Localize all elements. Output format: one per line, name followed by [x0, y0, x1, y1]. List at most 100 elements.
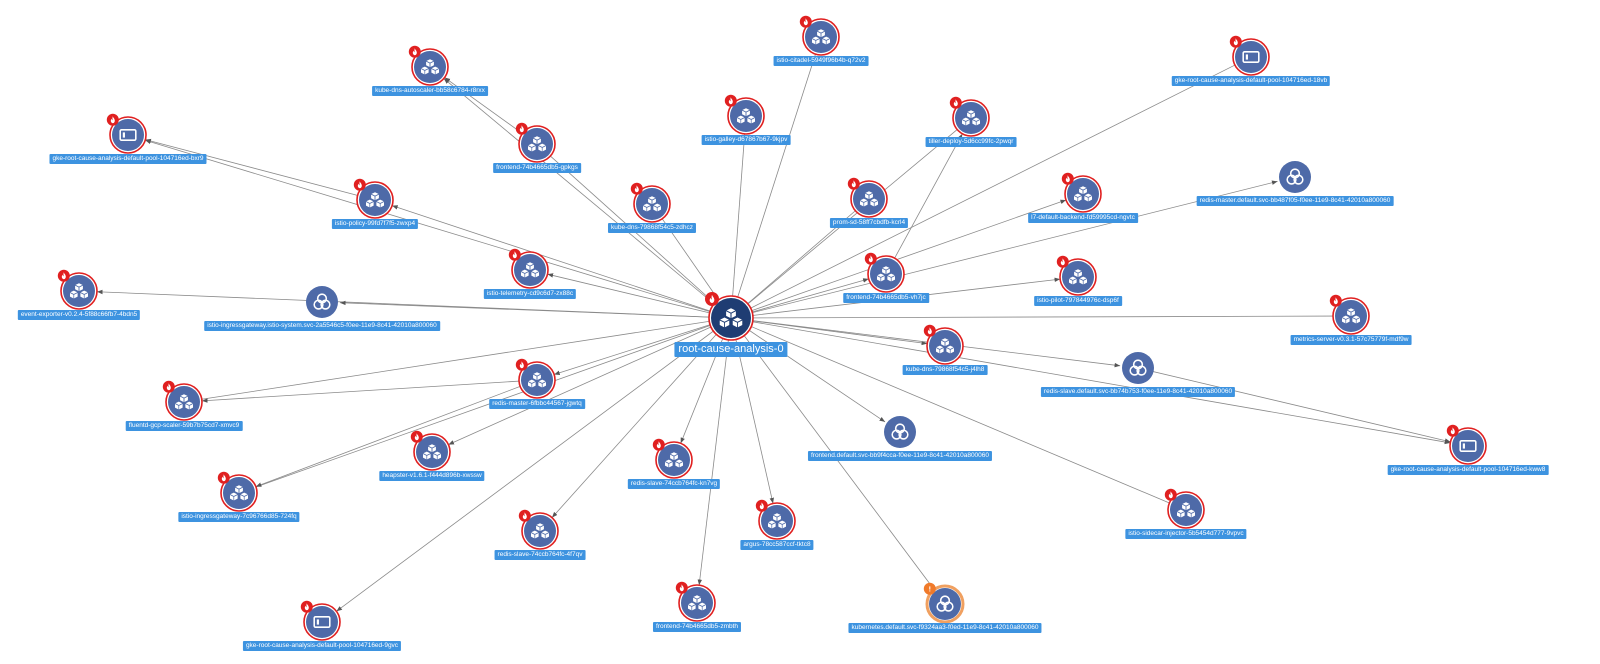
- node-label[interactable]: argus-78cc587ccf-tktc8: [740, 540, 814, 550]
- edge-root-to-n14: [730, 278, 869, 319]
- node-circle: [112, 119, 144, 151]
- node-circle: [524, 515, 556, 547]
- graph-node-n22[interactable]: [162, 380, 203, 421]
- node-label[interactable]: istio-citadel-5949f96b4b-q72v2: [773, 56, 869, 66]
- node-label[interactable]: event-exporter-v0.2.4-5f88c66fb7-4bdn5: [17, 310, 141, 320]
- node-label[interactable]: gke-root-cause-analysis-default-pool-104…: [49, 154, 207, 164]
- edge-root-to-n17: [339, 300, 732, 319]
- graph-node-n33[interactable]: [923, 582, 965, 624]
- node-circle: [658, 444, 690, 476]
- node-label[interactable]: prom-sd-58ff7cbdfb-kcrl4: [829, 218, 909, 228]
- node-circle: [1067, 178, 1099, 210]
- graph-node-n19[interactable]: [923, 324, 964, 365]
- root-node[interactable]: [705, 292, 754, 341]
- graph-node-n17[interactable]: [306, 286, 338, 318]
- edge-root-to-n13: [547, 273, 732, 319]
- node-label[interactable]: istio-galley-d67867b67-9kjpv: [701, 135, 791, 145]
- edge-root-to-n22: [201, 317, 732, 400]
- edge-root-to-n7: [145, 139, 732, 319]
- node-circle: [168, 386, 200, 418]
- node-label[interactable]: gke-root-cause-analysis-default-pool-104…: [1387, 465, 1549, 475]
- graph-node-n31[interactable]: [300, 600, 341, 641]
- node-label[interactable]: redis-master.default.svc-bb487f05-f0ee-1…: [1196, 196, 1394, 206]
- edge-root-to-n20: [554, 317, 732, 375]
- graph-node-n26[interactable]: [652, 438, 693, 479]
- node-circle: [955, 102, 987, 134]
- graph-node-n30[interactable]: [518, 509, 559, 550]
- graph-node-n24[interactable]: [884, 416, 916, 448]
- graph-node-n10[interactable]: [630, 182, 671, 223]
- node-label[interactable]: istio-sidecar-injector-5b5454d777-9vpvc: [1125, 529, 1247, 539]
- graph-node-n11[interactable]: [847, 177, 888, 218]
- node-label[interactable]: redis-slave-74ccb764fc-4f7qv: [494, 550, 586, 560]
- node-circle: [416, 436, 448, 468]
- node-label[interactable]: gke-root-cause-analysis-default-pool-104…: [242, 641, 402, 651]
- node-label[interactable]: frontend-74b4665db5-gpkgs: [493, 163, 581, 173]
- node-circle: [1235, 41, 1267, 73]
- edge-n14-to-n6: [885, 133, 963, 275]
- node-label[interactable]: istio-pilot-797844976c-dsp6f: [1034, 296, 1122, 306]
- edge-root-to-n25: [730, 317, 1451, 445]
- node-label[interactable]: istio-policy-99fd7f7f5-zwxp4: [331, 219, 419, 229]
- graph-node-n21[interactable]: [1122, 352, 1154, 384]
- node-label[interactable]: gke-root-cause-analysis-default-pool-104…: [1171, 76, 1331, 86]
- edge-root-to-n21: [730, 317, 1121, 368]
- graph-node-n29[interactable]: [1164, 488, 1205, 529]
- edge-root-to-n8: [730, 180, 1278, 319]
- node-circle: [359, 184, 391, 216]
- node-label[interactable]: kubernetes.default.svc-f9324aa3-f0ed-11e…: [848, 623, 1042, 633]
- graph-node-n27[interactable]: [217, 471, 258, 512]
- root-node-label[interactable]: root-cause-analysis-0: [674, 342, 788, 357]
- graph-node-n5[interactable]: [515, 122, 556, 163]
- graph-node-n7[interactable]: [106, 113, 147, 154]
- graph-node-n28[interactable]: [755, 499, 796, 540]
- node-label[interactable]: frontend-74b4665db5-vh7jc: [843, 293, 929, 303]
- graph-node-n1[interactable]: [799, 15, 840, 56]
- node-label[interactable]: istio-ingressgateway-7c96766d85-724fq: [178, 512, 300, 522]
- graph-node-n9[interactable]: [353, 178, 394, 219]
- graph-node-n15[interactable]: [1056, 255, 1097, 296]
- graph-node-n18[interactable]: [1329, 294, 1370, 335]
- node-label[interactable]: fluentd-gcp-scaler-59b7b75cd7-xmvc9: [125, 421, 243, 431]
- node-label[interactable]: frontend.default.svc-bb9f4cca-f0ee-11e9-…: [807, 451, 993, 461]
- node-circle: [1170, 494, 1202, 526]
- graph-node-n32[interactable]: [675, 581, 716, 622]
- node-label[interactable]: kube-dns-79868f54c5-j4lh8: [902, 365, 988, 375]
- graph-node-n3[interactable]: [1229, 35, 1270, 76]
- graph-node-n23[interactable]: [410, 430, 451, 471]
- node-circle: [63, 275, 95, 307]
- graph-node-n8[interactable]: [1279, 161, 1311, 193]
- graph-node-n25[interactable]: [1446, 424, 1487, 465]
- node-label[interactable]: frontend-74b4665db5-zmbth: [652, 622, 742, 632]
- edge-root-to-n2: [443, 78, 732, 319]
- node-label[interactable]: redis-slave.default.svc-bb74b753-f0ee-11…: [1040, 387, 1236, 397]
- node-label[interactable]: kube-dns-79868f54c5-zdhcz: [607, 223, 697, 233]
- edge-root-to-n24: [730, 317, 886, 423]
- graph-node-n16[interactable]: [57, 269, 98, 310]
- node-label[interactable]: istio-telemetry-cd9c6d7-zx88c: [483, 289, 577, 299]
- graph-node-n2[interactable]: [408, 45, 449, 86]
- edge-root-to-n5: [550, 155, 732, 319]
- node-label[interactable]: heapster-v1.6.1-f444d896b-xwssw: [379, 471, 485, 481]
- graph-node-n20[interactable]: [515, 358, 556, 399]
- graph-node-n14[interactable]: [864, 252, 905, 293]
- node-label[interactable]: redis-master-6fbbc44567-jgwtq: [489, 399, 585, 409]
- graph-node-n12[interactable]: [1061, 172, 1102, 213]
- graph-node-n6[interactable]: [949, 96, 990, 137]
- node-label[interactable]: tiller-deploy-5d6cc99fc-2pwqr: [925, 137, 1017, 147]
- node-circle: [414, 51, 446, 83]
- node-circle: [636, 188, 668, 220]
- graph-node-n4[interactable]: [724, 94, 765, 135]
- node-circle: [1335, 300, 1367, 332]
- node-label[interactable]: redis-slave-74ccb764fc-kn7vg: [627, 479, 721, 489]
- node-circle: [929, 330, 961, 362]
- graph-node-n13[interactable]: [508, 248, 549, 289]
- node-label[interactable]: metrics-server-v0.3.1-57c75779f-mdf9w: [1290, 335, 1412, 345]
- node-label[interactable]: istio-ingressgateway.istio-system.svc-2a…: [204, 321, 440, 331]
- edge-root-to-n4: [730, 133, 746, 319]
- node-circle: [514, 254, 546, 286]
- node-label[interactable]: l7-default-backend-fd59995cd-ngvtc: [1028, 213, 1138, 223]
- node-label[interactable]: kube-dns-autoscaler-bb58c6784-r8rxx: [372, 86, 488, 96]
- edge-root-to-n31: [336, 317, 732, 612]
